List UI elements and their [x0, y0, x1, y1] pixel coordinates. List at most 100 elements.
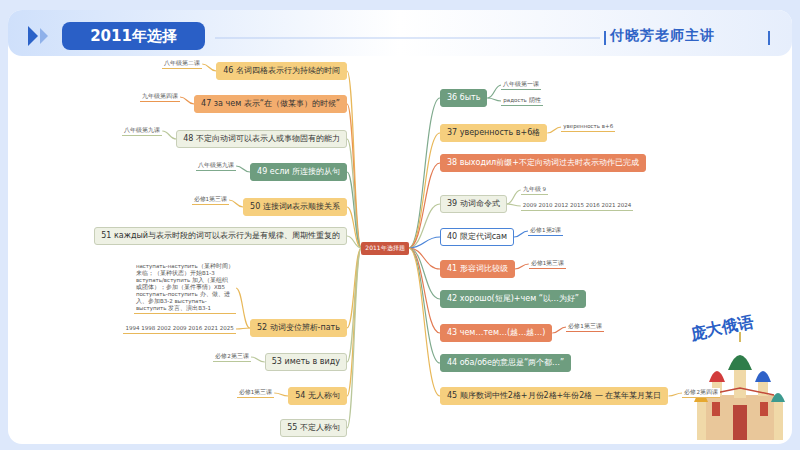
header-chevron [40, 28, 48, 44]
branch-topic: 55 不定人称句 [280, 419, 347, 437]
sub-topic: 必修2第四课 [682, 388, 720, 398]
branch-topic: 51 каждый与表示时段的词可以表示行为是有规律、周期性重复的 [94, 227, 347, 245]
branch-connector [409, 98, 440, 248]
topic-text: 50 连接词и表示顺接关系 [250, 202, 340, 212]
topic-text: 必修1第三课 [194, 196, 228, 203]
branch-connector [251, 357, 265, 362]
topic-text: 八年级第一课 [503, 81, 539, 88]
header-band [8, 10, 792, 56]
topic-text: радость 阴性 [503, 97, 540, 104]
sub-topic: 九年级 9 [521, 185, 548, 195]
topic-text: 42 хорошо(短尾)+чем “以…为好” [447, 294, 579, 304]
topic-text: 必修1第三课 [568, 323, 602, 330]
topic-text: 52 动词变位辨析-пать [257, 323, 340, 333]
branch-connector [162, 131, 176, 139]
topic-text: 必修1第三课 [239, 389, 273, 396]
topic-text: 1994 1998 2002 2009 2016 2021 2025 [125, 325, 233, 332]
branch-topic: 43 чем…тем…(越…越…) [440, 324, 552, 342]
topic-text: наступать-наступить（某种时间）来临；（某种状态）开始B1-3… [136, 263, 234, 313]
sub-topic: 1994 1998 2002 2009 2016 2021 2025 [123, 324, 235, 334]
topic-text: 49 если 所连接的从句 [257, 167, 340, 177]
topic-text: 必修1第三课 [531, 260, 565, 267]
sub-topic: 必修1第三课 [237, 388, 275, 398]
sub-topic: 九年级第四课 [140, 92, 180, 102]
topic-text: 46 名词四格表示行为持续的时间 [223, 66, 340, 76]
topic-text: 必修1第2课 [530, 227, 561, 234]
topic-text: уверенность в+6 [563, 123, 613, 130]
page-panel [8, 10, 792, 444]
sub-topic: 八年级第九课 [122, 126, 162, 136]
branch-connector [347, 248, 361, 428]
branch-topic: 46 名词四格表示行为持续的时间 [216, 62, 347, 80]
branch-topic: 53 иметь в виду [265, 353, 347, 371]
branch-connector [347, 172, 361, 248]
topic-text: 41 形容词比较级 [447, 264, 508, 274]
branch-topic: 50 连接词и表示顺接关系 [243, 198, 347, 216]
branch-connector [347, 236, 361, 248]
branch-topic: 40 限定代词сам [440, 228, 514, 246]
branch-topic: 45 顺序数词中性2格+月份2格+年份2格 — 在某年某月某日 [440, 387, 668, 405]
branch-connector [236, 327, 250, 329]
topic-text: 48 不定向动词可以表示人或事物固有的能力 [183, 134, 340, 144]
branch-connector [347, 71, 361, 248]
branch-connector [507, 190, 521, 204]
branch-connector [547, 127, 561, 133]
topic-text: 37 уверенность в+6格 [447, 128, 540, 138]
sub-topic: 八年级第九课 [196, 161, 236, 171]
branch-connector [487, 85, 501, 98]
sub-topic: наступать-наступить（某种时间）来临；（某种状态）开始B1-3… [134, 262, 236, 315]
branch-connector [180, 97, 194, 104]
branch-connector [409, 248, 440, 363]
topic-text: 44 оба/обе的意思是“两个都…” [447, 358, 564, 368]
branch-topic: 41 形容词比较级 [440, 260, 515, 278]
header-chevron [28, 26, 38, 46]
topic-text: 2009 2010 2012 2015 2016 2021 2024 [523, 202, 631, 209]
topic-text: 八年级第二课 [164, 60, 200, 67]
cathedral-illustration [694, 332, 785, 440]
sub-topic: радость 阴性 [501, 96, 542, 106]
topic-text: 2011年选择题 [365, 244, 404, 253]
branch-connector [409, 248, 440, 396]
sub-topic: 八年级第二课 [162, 59, 202, 69]
branch-connector [409, 163, 440, 248]
topic-text: 八年级第九课 [198, 162, 234, 169]
topic-text: 40 限定代词сам [447, 232, 507, 242]
sub-topic: 必修1第2课 [528, 226, 563, 236]
central-topic: 2011年选择题 [361, 242, 408, 255]
branch-connector [229, 200, 243, 207]
topic-text: 九年级第四课 [142, 93, 178, 100]
branch-connector [236, 166, 250, 172]
presenter-name: 付晓芳老师主讲 [610, 27, 715, 45]
topic-text: 54 无人称句 [295, 391, 340, 401]
branch-connector [514, 231, 528, 237]
branch-connector [409, 204, 440, 248]
topic-text: 必修2第四课 [684, 389, 718, 396]
branch-topic: 52 动词变位辨析-пать [250, 319, 347, 337]
topic-text: 九年级 9 [523, 186, 546, 193]
sub-topic: уверенность в+6 [561, 122, 615, 132]
topic-text: 45 顺序数词中性2格+月份2格+年份2格 — 在某年某月某日 [447, 391, 661, 401]
sub-topic: 八年级第一课 [501, 80, 541, 90]
branch-connector [347, 104, 361, 248]
branch-connector [552, 327, 566, 333]
sub-topic: 必修1第三课 [566, 322, 604, 332]
branch-connector [347, 248, 361, 396]
topic-text: 38 выходил前缀+不定向动词过去时表示动作已完成 [447, 158, 639, 168]
sub-topic: 必修1第三课 [192, 195, 230, 205]
topic-text: 55 不定人称句 [287, 423, 340, 433]
sub-topic: 必修2第三课 [213, 352, 251, 362]
branch-topic: 47 за чем 表示“在（做某事）的时候” [194, 95, 347, 113]
header-rule [215, 38, 600, 39]
title-tab [62, 22, 205, 50]
branch-topic: 42 хорошо(短尾)+чем “以…为好” [440, 290, 586, 308]
sub-topic: 必修1第三课 [529, 259, 567, 269]
branch-topic: 36 быть [440, 89, 487, 107]
sub-topic: 2009 2010 2012 2015 2016 2021 2024 [521, 201, 633, 211]
topic-text: 八年级第九课 [124, 127, 160, 134]
topic-text: 43 чем…тем…(越…越…) [447, 328, 545, 338]
branch-topic: 49 если 所连接的从句 [250, 163, 347, 181]
branch-connector [347, 139, 361, 248]
topic-text: 39 动词命令式 [447, 199, 500, 209]
